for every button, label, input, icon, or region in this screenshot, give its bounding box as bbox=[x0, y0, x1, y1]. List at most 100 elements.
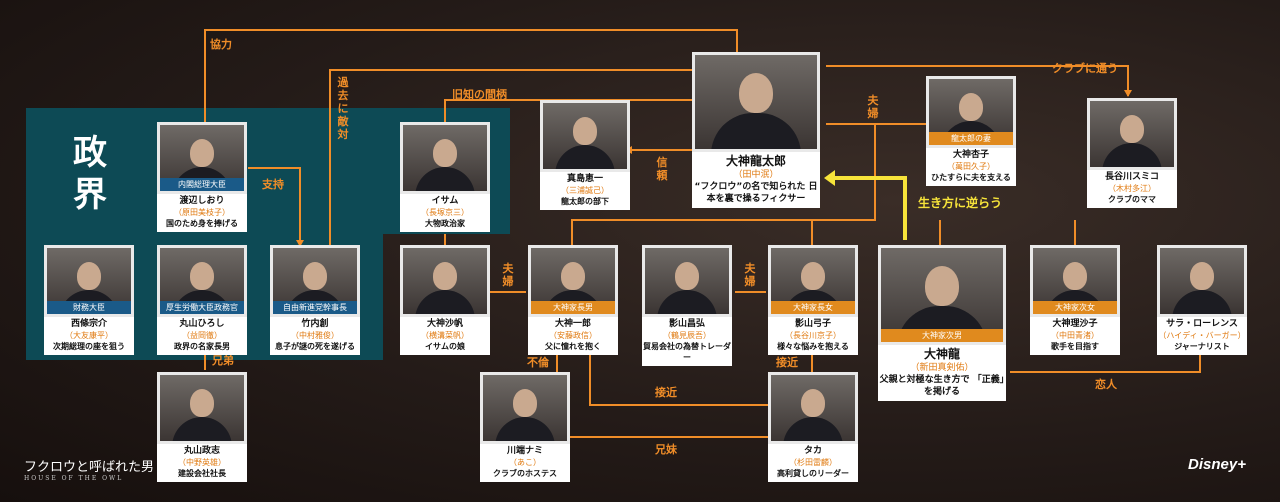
line-shiji bbox=[248, 167, 301, 245]
card-risako: 大神家次女 大神理沙子 （中田青渚） 歌手を目指す bbox=[1030, 245, 1120, 355]
role-badge: 自由新進党幹事長 bbox=[273, 301, 357, 314]
actor-name: （木村多江） bbox=[1108, 184, 1156, 193]
role-badge: 大神家次女 bbox=[1033, 301, 1117, 314]
portrait: 大神家次女 bbox=[1030, 245, 1120, 317]
role-badge: 大神家次男 bbox=[881, 329, 1003, 342]
line-kyoryoku bbox=[204, 29, 738, 122]
actor-name: （杉田雷麟） bbox=[789, 458, 837, 467]
portrait: 自由新進党幹事長 bbox=[270, 245, 360, 317]
person-name: 影山弓子 bbox=[794, 319, 831, 329]
person-name: 川端ナミ bbox=[506, 446, 543, 456]
person-name: 大神一郎 bbox=[554, 319, 591, 329]
person-desc: 政界の名家長男 bbox=[174, 342, 230, 351]
actor-name: （鶴見辰吾） bbox=[663, 331, 711, 340]
actor-name: （三浦誠己） bbox=[561, 186, 609, 195]
actor-name: （大友康平） bbox=[65, 331, 113, 340]
person-name: 大神沙帆 bbox=[426, 319, 463, 329]
actor-name: （横溝菜帆） bbox=[421, 331, 469, 340]
card-isamu: イサム （長塚京三） 大物政治家 bbox=[400, 122, 490, 232]
person-desc: 息子が謎の死を遂げる bbox=[275, 342, 355, 351]
role-badge: 厚生労働大臣政務官 bbox=[160, 301, 244, 314]
disney-plus-logo: Disney+ bbox=[1188, 456, 1246, 473]
actor-name: （中村雅俊） bbox=[291, 331, 339, 340]
relation-label-kyodai: 兄弟 bbox=[212, 354, 234, 367]
relation-label-fufu-right: 夫婦 bbox=[744, 262, 756, 288]
portrait bbox=[768, 372, 858, 444]
relation-label-shinrai: 信頼 bbox=[656, 156, 668, 182]
portrait bbox=[1087, 98, 1177, 170]
person-name: 竹内創 bbox=[301, 319, 329, 329]
relation-label-club: クラブに通う bbox=[1052, 62, 1118, 75]
portrait bbox=[1157, 245, 1247, 317]
relation-label-kyuchi: 旧知の間柄 bbox=[452, 88, 507, 101]
actor-name: （萬田久子） bbox=[947, 162, 995, 171]
card-ichiro: 大神家長男 大神一郎 （安藤政信） 父に憧れを抱く bbox=[528, 245, 618, 355]
portrait bbox=[400, 245, 490, 317]
portrait: 財務大臣 bbox=[44, 245, 134, 317]
portrait: 龍太郎の妻 bbox=[926, 76, 1016, 148]
person-desc: 大物政治家 bbox=[425, 219, 465, 228]
show-logo-title: フクロウと呼ばれた男 bbox=[24, 460, 155, 475]
role-badge: 内閣総理大臣 bbox=[160, 178, 244, 191]
actor-name: （中田青渚） bbox=[1051, 331, 1099, 340]
person-name: 丸山ひろし bbox=[179, 319, 225, 329]
role-badge: 財務大臣 bbox=[47, 301, 131, 314]
relation-label-kako: 過去に敵対 bbox=[337, 76, 349, 141]
person-desc: 龍太郎の部下 bbox=[561, 197, 609, 206]
person-name: タカ bbox=[803, 446, 822, 456]
card-nami: 川端ナミ （あこ） クラブのホステス bbox=[480, 372, 570, 482]
line-children-bar bbox=[571, 124, 876, 245]
actor-name: （田中泯） bbox=[733, 170, 779, 180]
brand-logo-text: Disney+ bbox=[1188, 456, 1246, 473]
person-desc: クラブのホステス bbox=[493, 469, 557, 478]
actor-name: （新田真剣佑） bbox=[910, 363, 974, 373]
person-name: イサム bbox=[431, 196, 459, 206]
person-name: 影山昌弘 bbox=[668, 319, 705, 329]
card-watanabe: 内閣総理大臣 渡辺しおり （原田美枝子） 国のため身を捧げる bbox=[157, 122, 247, 232]
role-badge: 大神家長男 bbox=[531, 301, 615, 314]
portrait bbox=[480, 372, 570, 444]
person-name: 長谷川スミコ bbox=[1104, 172, 1159, 182]
card-maruyama-masashi: 丸山政志 （中野英雄） 建設会社社長 bbox=[157, 372, 247, 482]
relation-label-furin: 不倫 bbox=[527, 356, 549, 369]
relation-label-koibito: 恋人 bbox=[1095, 378, 1117, 391]
card-kyoko: 龍太郎の妻 大神杏子 （萬田久子） ひたすらに夫を支える bbox=[926, 76, 1016, 186]
card-taka: タカ （杉田雷麟） 高利貸しのリーダー bbox=[768, 372, 858, 482]
role-badge: 大神家長女 bbox=[771, 301, 855, 314]
card-saijo: 財務大臣 西條宗介 （大友康平） 次期総理の座を狙う bbox=[44, 245, 134, 355]
line-koibito bbox=[1010, 350, 1201, 373]
relation-label-sekkin1: 接近 bbox=[655, 386, 677, 399]
person-desc: 父に憧れを抱く bbox=[545, 342, 601, 351]
section-title: 政界 bbox=[73, 133, 107, 215]
person-desc: 建設会社社長 bbox=[178, 469, 226, 478]
person-desc: ジャーナリスト bbox=[1174, 342, 1230, 351]
relation-label-sekkin2: 接近 bbox=[776, 356, 798, 369]
line-club bbox=[826, 65, 1129, 96]
card-majima: 真島恵一 （三浦誠己） 龍太郎の部下 bbox=[540, 100, 630, 210]
person-desc: 高利貸しのリーダー bbox=[777, 469, 849, 478]
card-ryu: 大神家次男 大神龍 （新田真剣佑） 父親と対極な生き方で 「正義」を掲げる bbox=[878, 245, 1006, 401]
actor-name: （安藤政信） bbox=[549, 331, 597, 340]
show-logo-subtitle: HOUSE OF THE OWL bbox=[24, 475, 124, 482]
person-desc: クラブのママ bbox=[1108, 195, 1156, 204]
card-maruyama-hiroshi: 厚生労働大臣政務官 丸山ひろし （益岡徹） 政界の名家長男 bbox=[157, 245, 247, 355]
person-desc: 次期総理の座を狙う bbox=[53, 342, 125, 351]
person-name: サラ・ローレンス bbox=[1166, 319, 1238, 329]
actor-name: （原田美枝子） bbox=[174, 208, 230, 217]
actor-name: （長谷川京子） bbox=[785, 331, 841, 340]
person-name: 西條宗介 bbox=[70, 319, 107, 329]
person-desc: 様々な悩みを抱える bbox=[777, 342, 849, 351]
card-yumiko: 大神家長女 影山弓子 （長谷川京子） 様々な悩みを抱える bbox=[768, 245, 858, 355]
person-name: 丸山政志 bbox=[183, 446, 220, 456]
person-name: 渡辺しおり bbox=[179, 196, 225, 206]
card-sara: サラ・ローレンス （ハイディ・バーガー） ジャーナリスト bbox=[1157, 245, 1247, 355]
person-name: 大神理沙子 bbox=[1052, 319, 1098, 329]
relation-label-fufu-top: 夫婦 bbox=[867, 94, 879, 120]
portrait bbox=[540, 100, 630, 172]
relation-label-fufu-left: 夫婦 bbox=[502, 262, 514, 288]
show-logo: フクロウと呼ばれた男 HOUSE OF THE OWL bbox=[24, 456, 154, 482]
portrait: 内閣総理大臣 bbox=[157, 122, 247, 194]
line-ikikata bbox=[835, 176, 907, 240]
